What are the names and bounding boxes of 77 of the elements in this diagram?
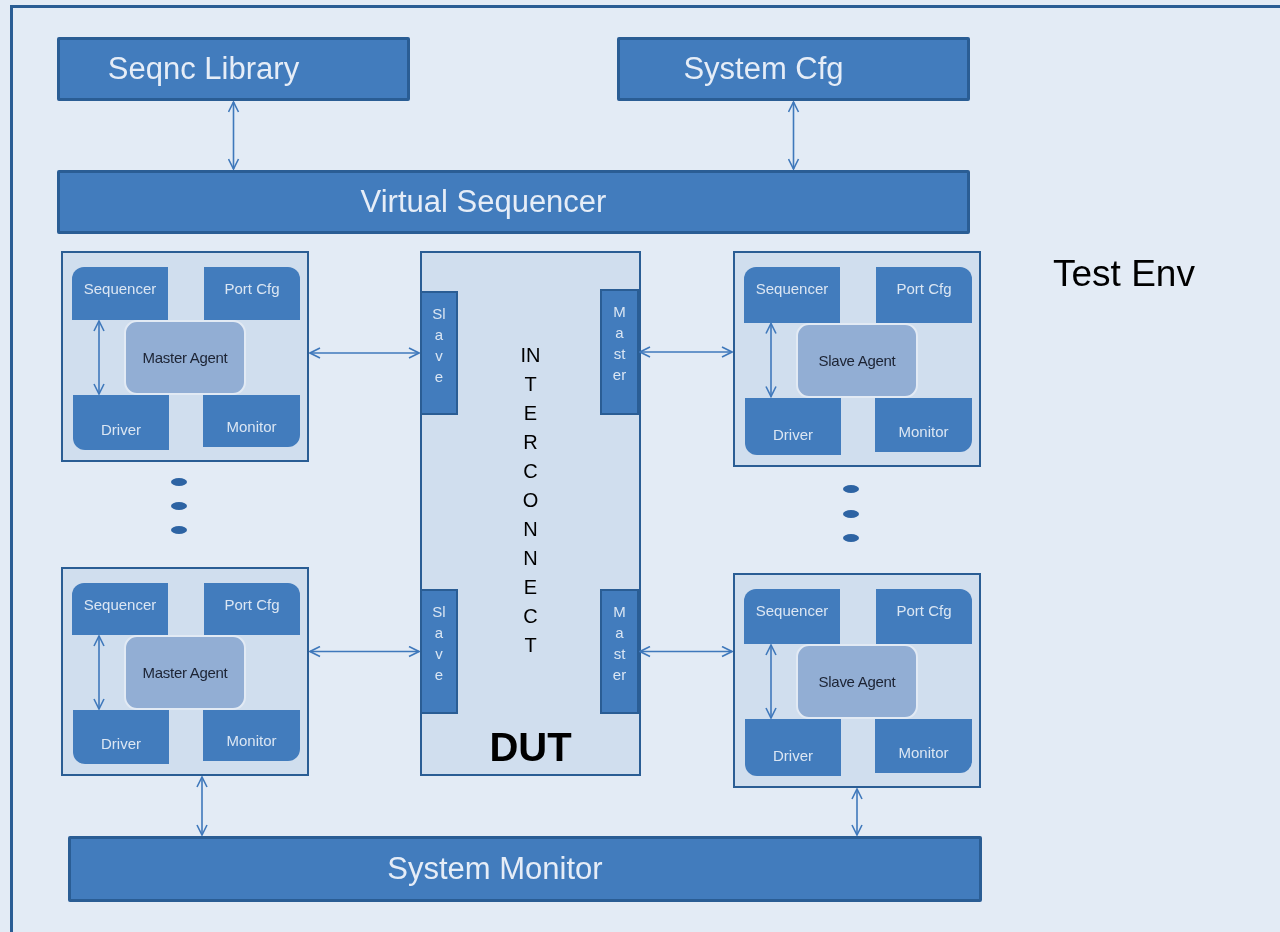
- arrow: [309, 645, 420, 658]
- port-box: [600, 589, 639, 714]
- component-box: [204, 583, 300, 635]
- component-box: [73, 710, 169, 764]
- box-label: Monitor: [898, 744, 949, 761]
- arrow: [787, 101, 800, 170]
- component-box: [744, 589, 840, 644]
- box-label: Sequencer: [83, 280, 157, 297]
- frame-title: Test Env: [1053, 253, 1195, 295]
- component-box: [744, 267, 840, 323]
- component-box: [745, 719, 841, 776]
- component-box: [875, 397, 972, 452]
- box-label: Driver: [101, 735, 141, 752]
- component-box: [875, 719, 972, 773]
- component-box: [617, 37, 970, 101]
- box-label: Sequencer: [755, 280, 829, 297]
- port-label: Slave: [431, 304, 447, 387]
- arrow: [309, 347, 420, 359]
- agent-frame: [733, 573, 981, 788]
- agent-label: Master Agent: [142, 349, 228, 366]
- box-label: System Monitor: [387, 851, 603, 887]
- arrow: [765, 322, 777, 398]
- port-label: Master: [612, 302, 627, 385]
- box-label: System Cfg: [683, 51, 844, 87]
- arrow: [639, 346, 733, 358]
- arrow: [227, 101, 240, 170]
- agent-box: [796, 644, 918, 719]
- agent-label: Master Agent: [142, 664, 228, 681]
- arrow: [93, 320, 105, 395]
- agent-box: [796, 322, 918, 398]
- box-label: Port Cfg: [896, 280, 952, 297]
- box-label: Monitor: [226, 732, 277, 749]
- port-label: Slave: [431, 602, 447, 685]
- arrow: [851, 788, 863, 836]
- port-box: [420, 291, 458, 415]
- component-box: [204, 267, 300, 320]
- component-box: [745, 397, 841, 455]
- agent-label: Slave Agent: [818, 351, 896, 369]
- arrow: [639, 645, 733, 658]
- component-box: [203, 710, 300, 761]
- dut-box: [420, 251, 641, 776]
- arrow: [765, 644, 777, 719]
- arrow: [196, 776, 208, 836]
- box-label: Virtual Sequencer: [360, 184, 607, 220]
- vertical-label: INTERCONNECT: [520, 343, 541, 658]
- arrow: [93, 635, 105, 710]
- box-label: Driver: [773, 426, 813, 443]
- box-label: Sequencer: [83, 596, 157, 613]
- port-box: [420, 589, 458, 714]
- box-label: Port Cfg: [896, 602, 952, 619]
- port-label: Master: [612, 602, 627, 685]
- agent-box: [124, 320, 246, 395]
- box-label: Monitor: [898, 423, 949, 440]
- dut-label: DUT: [488, 725, 573, 770]
- agent-frame: [733, 251, 981, 467]
- port-box: [600, 289, 639, 415]
- component-box: [57, 37, 410, 101]
- component-box: [73, 395, 169, 450]
- component-box: [72, 583, 168, 635]
- agent-box: [124, 635, 246, 710]
- box-label: Seqnc Library: [107, 51, 300, 87]
- component-box: [876, 267, 972, 323]
- box-label: Monitor: [226, 418, 277, 435]
- box-label: Port Cfg: [224, 596, 280, 613]
- component-box: [57, 170, 970, 234]
- agent-frame: [61, 567, 309, 776]
- box-label: Driver: [101, 421, 141, 438]
- component-box: [876, 589, 972, 644]
- component-box: [68, 836, 982, 902]
- box-label: Driver: [773, 747, 813, 764]
- component-box: [72, 267, 168, 320]
- box-label: Sequencer: [755, 602, 829, 619]
- environment-frame: [10, 5, 1280, 932]
- agent-frame: [61, 251, 309, 462]
- agent-label: Slave Agent: [818, 673, 896, 690]
- box-label: Port Cfg: [224, 280, 280, 297]
- component-box: [203, 395, 300, 447]
